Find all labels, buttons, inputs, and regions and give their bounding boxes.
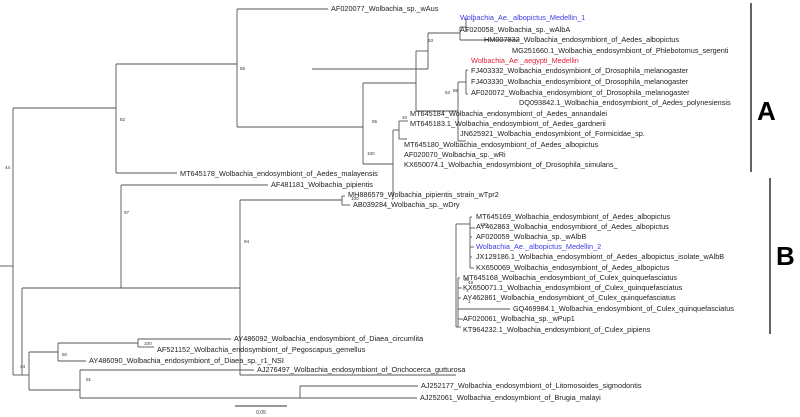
tip-label: AY462863_Wolbachia_endosymbiont_of_Aedes… <box>476 222 669 231</box>
bootstrap-value: 1 <box>468 299 471 304</box>
bootstrap-value: 100 <box>144 341 152 346</box>
bootstrap-value: 44 <box>20 364 26 369</box>
tip-label: DQ093842.1_Wolbachia_endosymbiont_of_Aed… <box>519 98 731 107</box>
tip-label: KX650071.1_Wolbachia_endosymbiont_of_Cul… <box>463 283 683 292</box>
tip-label: AF521152_Wolbachia_endosymbiont_of_Pegos… <box>157 345 366 354</box>
bootstrap-value: 100 <box>480 222 488 227</box>
tip-label: AF481181_Wolbachia_pipientis <box>271 180 373 189</box>
tip-label: MT645183.1_Wolbachia_endosymbiont_of_Aed… <box>410 119 606 128</box>
tip-label: Wolbachia_Ae._albopictus_Medellin_1 <box>460 13 585 22</box>
tip-label: AB039284_Wolbachia_sp._wDry <box>353 200 460 209</box>
clade-b-label: B <box>776 241 795 271</box>
tip-label: KT964232.1_Wolbachia_endosymbiont_of_Cul… <box>463 325 651 334</box>
bootstrap-value: 1 <box>466 288 469 293</box>
tip-label: AF020070_Wolbachia_sp._wRi <box>404 150 506 159</box>
bootstrap-value: 1 <box>472 18 475 23</box>
bootstrap-value: 55 <box>372 119 378 124</box>
bootstrap-value: 55 <box>240 66 246 71</box>
clade-a-label: A <box>757 96 776 126</box>
tip-label: AJ276497_Wolbachia_endosymbiont_of_Oncho… <box>257 365 466 374</box>
scale-bar-label: 0.05 <box>256 410 266 416</box>
tip-label: MT645169_Wolbachia_endosymbiont_of_Aedes… <box>476 212 671 221</box>
bootstrap-value: 48 <box>468 280 474 285</box>
tip-label: MG251660.1_Wolbachia_endosymbiont_of_Phl… <box>512 46 729 55</box>
tip-label: AY462861_Wolbachia_endosymbiont_of_Culex… <box>463 293 676 302</box>
tree-branches <box>0 8 520 399</box>
tip-label: MT645178_Wolbachia_endosymbiont_of_Aedes… <box>180 169 378 178</box>
bootstrap-value: 94 <box>244 239 250 244</box>
tip-label: MT645184_Wolbachia_endosymbiont_of_Aedes… <box>410 109 607 118</box>
tip-label: AF020059_Wolbachia_sp._wAlbB <box>476 232 586 241</box>
tip-label: AY486092_Wolbachia_endosymbiont_of_Diaea… <box>234 334 424 343</box>
bootstrap-value: 44 <box>5 165 11 170</box>
tip-label: FJ403330_Wolbachia_endosymbiont_of_Droso… <box>471 77 689 86</box>
tip-label: AF020061_Wolbachia_sp._wPup1 <box>463 314 575 323</box>
bootstrap-value: 86 <box>453 88 459 93</box>
tip-label: AF020077_Wolbachia_sp._wAus <box>331 4 439 13</box>
bootstrap-values: 44 82 55 63 63 86 55 100 10 1 100 97 100… <box>5 18 488 382</box>
tip-label: JN625921_Wolbachia_endosymbiont_of_Formi… <box>460 129 645 138</box>
tip-label: KX650069_Wolbachia_endosymbiont_of_Aedes… <box>476 263 670 272</box>
tip-label: HM007832_Wolbachia_endosymbiont_of_Aedes… <box>484 35 679 44</box>
tip-label: AY486090_Wolbachia_endosymbiont_of_Diaea… <box>89 356 284 365</box>
bootstrap-value: 100 <box>367 151 375 156</box>
tip-label: AF020058_Wolbachia_sp._wAlbA <box>460 25 570 34</box>
tip-label: AJ252177_Wolbachia_endosymbiont_of_Litom… <box>421 381 642 390</box>
bootstrap-value: 46 <box>464 277 470 282</box>
tip-label: Wolbachia_Ae._aegypti_Medellin <box>471 56 579 65</box>
tip-labels: AF020077_Wolbachia_sp._wAus Wolbachia_Ae… <box>89 4 734 402</box>
tip-label: GQ469984.1_Wolbachia_endosymbiont_of_Cul… <box>513 304 734 313</box>
tip-label: Wolbachia_Ae._albopictus_Medellin_2 <box>476 242 601 251</box>
tip-label: MT645180_Wolbachia_endosymbiont_of_Aedes… <box>404 140 599 149</box>
tip-label: AF020072_Wolbachia_endosymbiont_of_Droso… <box>471 88 690 97</box>
bootstrap-value: 91 <box>86 377 92 382</box>
bootstrap-value: 63 <box>428 38 434 43</box>
bootstrap-value: 100 <box>351 196 359 201</box>
tip-label: KX650074.1_Wolbachia_endosymbiont_of_Dro… <box>404 160 619 169</box>
tip-label: MH886579_Wolbachia_pipientis_strain_wTpr… <box>348 190 499 199</box>
tip-label: FJ403332_Wolbachia_endosymbiont_of_Droso… <box>471 66 689 75</box>
tip-label: JX129186.1_Wolbachia_endosymbiont_of_Aed… <box>476 252 724 261</box>
bootstrap-value: 63 <box>445 90 451 95</box>
bootstrap-value: 50 <box>62 352 68 357</box>
bootstrap-value: 10 <box>402 115 408 120</box>
tip-label: MT645168_Wolbachia_endosymbiont_of_Culex… <box>463 273 677 282</box>
bootstrap-value: 97 <box>124 210 130 215</box>
bootstrap-value: 82 <box>120 117 126 122</box>
tip-label: AJ252061_Wolbachia_endosymbiont_of_Brugi… <box>420 393 601 402</box>
